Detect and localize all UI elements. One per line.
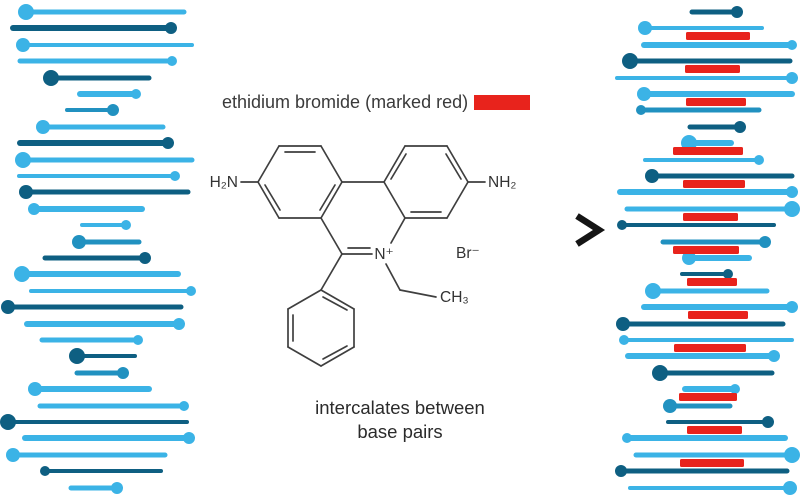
dna-rung-head-dot bbox=[15, 152, 31, 168]
dna-rung-head-dot bbox=[139, 252, 151, 264]
dna-rung-head-dot bbox=[783, 481, 797, 495]
right-arrow-icon bbox=[575, 213, 606, 247]
dna-rung-head-dot bbox=[28, 382, 42, 396]
bromide-label: Br⁻ bbox=[456, 245, 480, 262]
dna-rung-head-dot bbox=[179, 401, 189, 411]
dna-rung-head-dot bbox=[619, 335, 629, 345]
ethidium-intercalation-bar bbox=[673, 246, 739, 254]
dna-rung-head-dot bbox=[723, 269, 733, 279]
dna-rung-head-dot bbox=[616, 317, 630, 331]
dna-rung-head-dot bbox=[645, 169, 659, 183]
dna-rung-head-dot bbox=[43, 70, 59, 86]
dna-rung-head-dot bbox=[663, 399, 677, 413]
dna-helix-intercalated bbox=[615, 6, 800, 495]
dna-rung-head-dot bbox=[754, 155, 764, 165]
dna-rung-head-dot bbox=[40, 466, 50, 476]
ethidium-intercalation-bar bbox=[687, 426, 742, 434]
dna-rung-head-dot bbox=[36, 120, 50, 134]
dna-rung-head-dot bbox=[165, 22, 177, 34]
dna-rung-head-dot bbox=[617, 220, 627, 230]
dna-rung-head-dot bbox=[18, 4, 34, 20]
ethidium-intercalation-bar bbox=[687, 278, 737, 286]
dna-rung-head-dot bbox=[731, 6, 743, 18]
dna-rung-head-dot bbox=[69, 348, 85, 364]
caption: intercalates between base pairs bbox=[240, 396, 560, 444]
dna-helix-plain bbox=[0, 4, 196, 494]
molecule-labels: H₂N NH₂ N⁺ Br⁻ CH₃ bbox=[210, 174, 517, 306]
dna-rung-head-dot bbox=[167, 56, 177, 66]
dna-rung-head-dot bbox=[121, 220, 131, 230]
dna-rung-head-dot bbox=[183, 432, 195, 444]
dna-rung-head-dot bbox=[622, 53, 638, 69]
dna-rung-head-dot bbox=[133, 335, 143, 345]
dna-rung-head-dot bbox=[170, 171, 180, 181]
dna-rung-head-dot bbox=[186, 286, 196, 296]
dna-rung-head-dot bbox=[0, 414, 16, 430]
dna-rung-head-dot bbox=[28, 203, 40, 215]
legend-label: ethidium bromide (marked red) bbox=[222, 92, 469, 112]
ethidium-intercalation-bar bbox=[686, 98, 746, 106]
dna-rung-head-dot bbox=[107, 104, 119, 116]
caption-line-1: intercalates between bbox=[315, 397, 485, 418]
dna-rung-head-dot bbox=[173, 318, 185, 330]
ethidium-intercalation-bar bbox=[683, 213, 738, 221]
amine-right-label: NH₂ bbox=[488, 174, 516, 191]
ethidium-bromide-structure: H₂N NH₂ N⁺ Br⁻ CH₃ bbox=[210, 145, 517, 367]
dna-rung-head-dot bbox=[786, 301, 798, 313]
dna-rung-head-dot bbox=[787, 40, 797, 50]
dna-rung-head-dot bbox=[6, 448, 20, 462]
ethidium-intercalation-bar bbox=[679, 393, 737, 401]
ethidium-intercalation-bar bbox=[680, 459, 744, 467]
dna-rung-head-dot bbox=[730, 384, 740, 394]
ethidium-intercalation-bar bbox=[683, 180, 745, 188]
dna-rung-head-dot bbox=[759, 236, 771, 248]
dna-rung-head-dot bbox=[734, 121, 746, 133]
dna-rung-head-dot bbox=[768, 350, 780, 362]
dna-rung-head-dot bbox=[72, 235, 86, 249]
dna-rung-head-dot bbox=[615, 465, 627, 477]
ethidium-intercalation-bar bbox=[688, 311, 748, 319]
dna-rung-head-dot bbox=[117, 367, 129, 379]
dna-rung-head-dot bbox=[16, 38, 30, 52]
dna-rung-head-dot bbox=[784, 201, 800, 217]
red-legend-swatch-icon bbox=[474, 95, 531, 110]
dna-rung-head-dot bbox=[786, 186, 798, 198]
dna-rung-head-dot bbox=[636, 105, 646, 115]
ethidium-intercalation-bar bbox=[674, 344, 746, 352]
dna-rung-head-dot bbox=[784, 447, 800, 463]
dna-rung-head-dot bbox=[131, 89, 141, 99]
nitrogen-label: N⁺ bbox=[374, 246, 393, 263]
dna-rung-head-dot bbox=[162, 137, 174, 149]
dna-rung-head-dot bbox=[19, 185, 33, 199]
dna-rung-head-dot bbox=[14, 266, 30, 282]
caption-line-2: base pairs bbox=[357, 421, 443, 443]
dna-rung-head-dot bbox=[645, 283, 661, 299]
dna-rung-head-dot bbox=[652, 365, 668, 381]
amine-left-label: H₂N bbox=[210, 174, 238, 191]
dna-rung-head-dot bbox=[638, 21, 652, 35]
dna-rung-head-dot bbox=[682, 251, 696, 265]
ethidium-intercalation-bar bbox=[673, 147, 743, 155]
dna-rung-head-dot bbox=[637, 87, 651, 101]
bond-lines bbox=[240, 145, 486, 367]
dna-rung-head-dot bbox=[1, 300, 15, 314]
dna-rung-head-dot bbox=[111, 482, 123, 494]
ethidium-intercalation-bar bbox=[686, 32, 750, 40]
dna-rung-head-dot bbox=[622, 433, 632, 443]
legend: ethidium bromide (marked red) bbox=[222, 92, 531, 113]
dna-rung-head-dot bbox=[762, 416, 774, 428]
ethidium-intercalation-bar bbox=[685, 65, 740, 73]
dna-rung-head-dot bbox=[786, 72, 798, 84]
methyl-label: CH₃ bbox=[440, 289, 469, 306]
